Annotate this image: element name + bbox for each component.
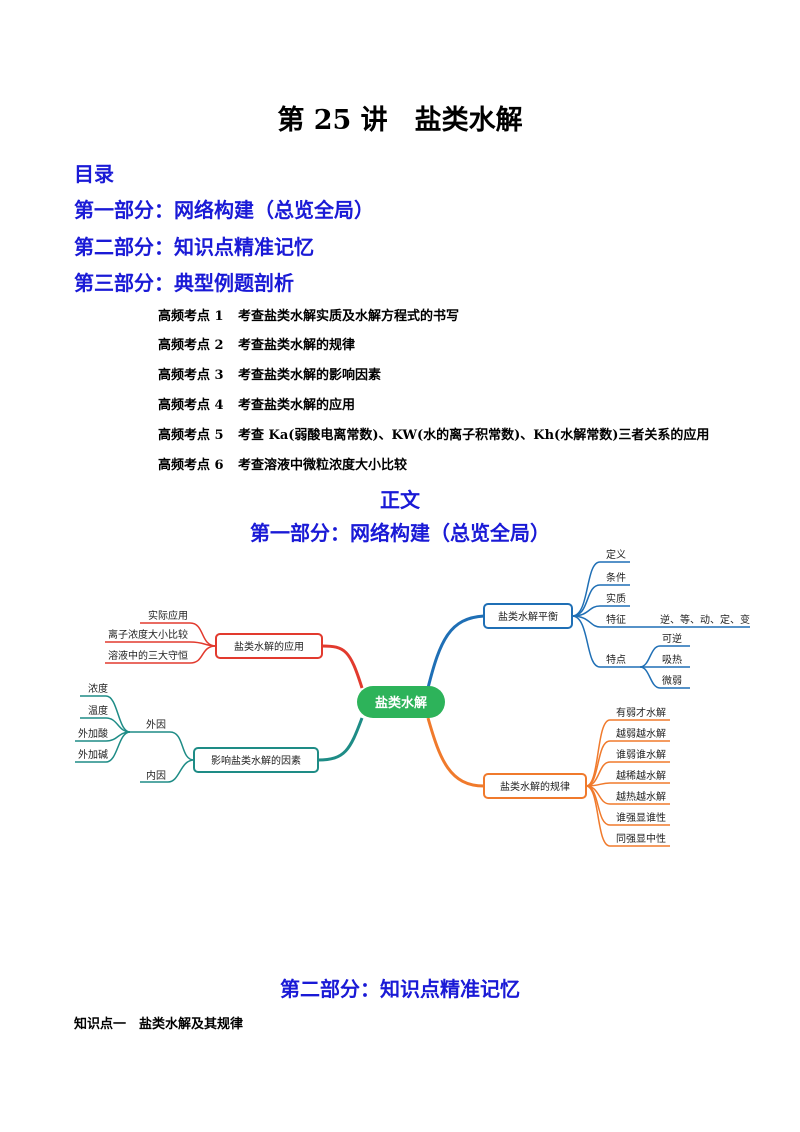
toc-point-4[interactable]: 高频考点 4 考查盐类水解的应用 <box>158 394 355 413</box>
toc-point-3[interactable]: 高频考点 3 考查盐类水解的影响因素 <box>158 364 381 383</box>
balance-branch-5 <box>571 615 640 668</box>
knowledge-point-heading: 知识点一 盐类水解及其规律 <box>74 1017 244 1032</box>
trunk-application <box>321 644 364 689</box>
factors-internal: 内因 <box>146 769 166 782</box>
application-item-1: 实际应用 <box>148 609 188 622</box>
trait-branch-3 <box>639 666 690 689</box>
trait-item-3: 微弱 <box>662 674 682 687</box>
external-item-2: 温度 <box>88 704 108 717</box>
toc-part2[interactable]: 第二部分：知识点精准记忆 <box>74 235 314 259</box>
trait-branch-1 <box>639 645 690 668</box>
center-node <box>357 686 445 718</box>
rules-label: 盐类水解的规律 <box>500 780 570 793</box>
rules-item-3: 谁弱谁水解 <box>616 748 666 761</box>
point-label: 高频考点 6 <box>158 458 224 473</box>
application-branch-2 <box>105 641 217 647</box>
point-label: 高频考点 2 <box>158 338 224 353</box>
factors-branch-internal <box>140 759 195 783</box>
point-label: 高频考点 1 <box>158 309 224 324</box>
factors-branch-external <box>130 731 195 761</box>
point-text: 考查盐类水解的规律 <box>238 338 356 353</box>
factors-external: 外因 <box>146 719 166 731</box>
point-label: 高频考点 5 <box>158 428 224 443</box>
part2-heading: 第二部分：知识点精准记忆 <box>280 977 520 1001</box>
point-text: 考查盐类水解的应用 <box>238 398 356 413</box>
center-label: 盐类水解 <box>375 695 427 711</box>
balance-branch-1 <box>571 561 630 617</box>
point-text: 考查盐类水解实质及水解方程式的书写 <box>238 309 460 324</box>
trunk-rules <box>426 717 485 788</box>
trunk-balance <box>426 614 485 689</box>
rules-item-5: 越热越水解 <box>616 790 666 803</box>
rules-item-1: 有弱才水解 <box>616 706 666 719</box>
external-branch-2 <box>80 717 131 733</box>
page-title: 第 25 讲 盐类水解 <box>277 105 523 136</box>
feature-detail: 逆、等、动、定、变 <box>660 613 750 626</box>
external-item-3: 外加酸 <box>78 727 108 740</box>
part1-heading: 第一部分：网络构建（总览全局） <box>250 521 550 545</box>
external-item-1: 浓度 <box>88 682 108 695</box>
trait-item-2: 吸热 <box>662 653 682 666</box>
point-text: 考查 Ka(弱酸电离常数)、KW(水的离子积常数)、Kh(水解常数)三者关系的应… <box>238 428 710 443</box>
balance-branch-4 <box>571 615 750 628</box>
toc-part1[interactable]: 第一部分：网络构建（总览全局） <box>74 198 374 222</box>
balance-item-1: 定义 <box>606 548 626 561</box>
balance-item-4: 特征 <box>606 614 626 626</box>
trunk-factors <box>317 717 364 762</box>
application-item-2: 离子浓度大小比较 <box>108 628 188 641</box>
balance-item-5: 特点 <box>606 654 626 666</box>
toc-point-5[interactable]: 高频考点 5 考查 Ka(弱酸电离常数)、KW(水的离子积常数)、Kh(水解常数)… <box>158 424 709 443</box>
toc-point-1[interactable]: 高频考点 1 考查盐类水解实质及水解方程式的书写 <box>158 305 459 324</box>
rules-branch-4 <box>585 782 670 787</box>
external-branch-1 <box>80 695 131 733</box>
balance-item-3: 实质 <box>606 592 626 605</box>
external-branch-4 <box>75 731 131 763</box>
toc-heading: 目录 <box>74 162 114 186</box>
mindmap-diagram: 盐类水解 盐类水解平衡 定义 条件 实质 特征 逆、等、动、定、变 特点 可逆 … <box>75 548 750 847</box>
balance-item-2: 条件 <box>606 571 626 584</box>
point-text: 考查盐类水解的影响因素 <box>238 368 382 383</box>
rules-item-4: 越稀越水解 <box>616 769 666 782</box>
application-item-3: 溶液中的三大守恒 <box>108 649 188 662</box>
rules-item-2: 越弱越水解 <box>616 727 666 740</box>
rules-item-6: 谁强显谁性 <box>616 811 666 824</box>
toc-point-6[interactable]: 高频考点 6 考查溶液中微粒浓度大小比较 <box>158 454 407 473</box>
balance-label: 盐类水解平衡 <box>498 610 558 623</box>
external-item-4: 外加碱 <box>78 749 108 761</box>
toc-part3[interactable]: 第三部分：典型例题剖析 <box>74 271 294 295</box>
application-branch-3 <box>105 645 217 664</box>
toc-point-2[interactable]: 高频考点 2 考查盐类水解的规律 <box>158 334 355 353</box>
trait-item-1: 可逆 <box>662 632 682 645</box>
point-text: 考查溶液中微粒浓度大小比较 <box>238 458 408 473</box>
rules-branch-7 <box>585 785 670 847</box>
point-label: 高频考点 4 <box>158 398 224 413</box>
body-heading: 正文 <box>380 488 420 512</box>
point-label: 高频考点 3 <box>158 368 224 383</box>
rules-item-7: 同强显中性 <box>616 832 666 845</box>
factors-label: 影响盐类水解的因素 <box>211 754 301 767</box>
application-label: 盐类水解的应用 <box>234 640 304 653</box>
